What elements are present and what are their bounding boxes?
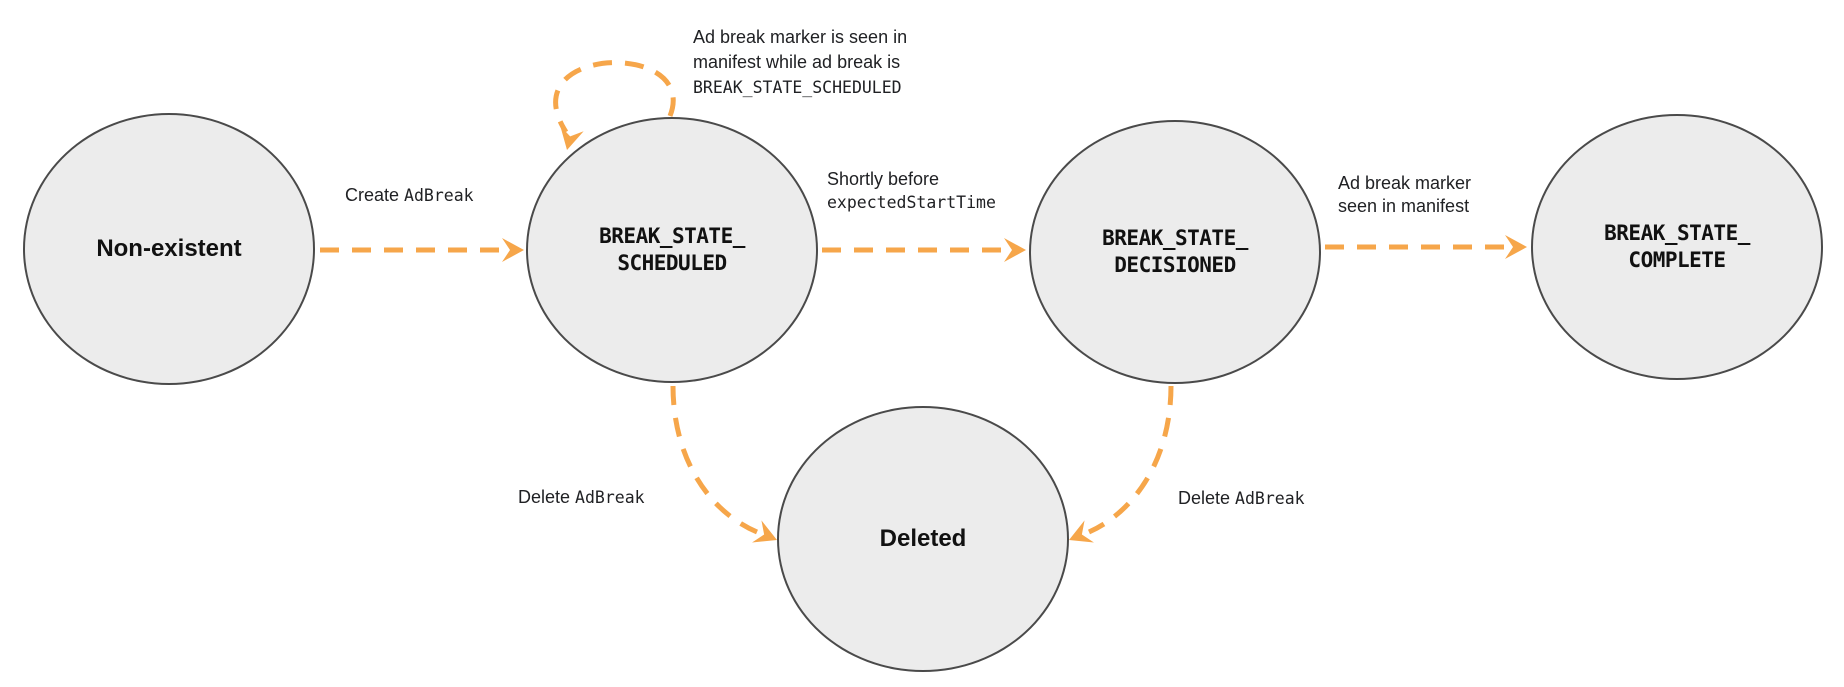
- state-deleted-label: Deleted: [879, 525, 967, 552]
- state-scheduled-line2: SCHEDULED: [617, 251, 727, 275]
- label-create-code: AdBreak: [404, 186, 474, 205]
- label-to-complete-line1: Ad break marker: [1338, 173, 1472, 193]
- arrowhead-delete-from-scheduled: [752, 520, 777, 543]
- arrowhead-to-complete: [1505, 235, 1527, 259]
- label-self-loop: Ad break marker is seen in manifest whil…: [693, 25, 907, 100]
- state-deleted: Deleted: [777, 406, 1069, 672]
- state-break-state-complete: BREAK_STATE_ COMPLETE: [1531, 114, 1823, 380]
- arrowhead-to-decisioned: [1004, 238, 1026, 262]
- arrowhead-create-adbreak: [502, 238, 524, 262]
- state-complete-line1: BREAK_STATE_: [1604, 221, 1750, 245]
- state-break-state-decisioned: BREAK_STATE_ DECISIONED: [1029, 120, 1321, 384]
- arrowhead-delete-from-decisioned: [1069, 520, 1094, 543]
- label-to-complete: Ad break marker seen in manifest: [1338, 172, 1471, 218]
- label-delete-left-code: AdBreak: [575, 488, 645, 507]
- state-complete-line2: COMPLETE: [1628, 248, 1726, 272]
- label-self-loop-line2: manifest while ad break is: [693, 52, 901, 72]
- state-decisioned-line1: BREAK_STATE_: [1102, 226, 1248, 250]
- edge-self-loop: [553, 60, 676, 134]
- state-break-state-scheduled-label: BREAK_STATE_ SCHEDULED: [599, 223, 745, 277]
- label-delete-from-decisioned: Delete AdBreak: [1178, 486, 1305, 511]
- label-delete-right-text: Delete: [1178, 488, 1231, 508]
- label-create-adbreak: Create AdBreak: [345, 183, 474, 208]
- state-break-state-decisioned-label: BREAK_STATE_ DECISIONED: [1102, 225, 1248, 279]
- label-create-text: Create: [345, 185, 400, 205]
- label-to-decisioned-line1: Shortly before: [827, 169, 940, 189]
- arrowhead-self-loop: [560, 125, 584, 150]
- label-self-loop-code: BREAK_STATE_SCHEDULED: [693, 78, 902, 97]
- label-to-decisioned: Shortly before expectedStartTime: [827, 168, 996, 214]
- edge-delete-from-decisioned: [1087, 385, 1174, 535]
- label-delete-left-text: Delete: [518, 487, 571, 507]
- edge-delete-from-scheduled: [670, 385, 758, 535]
- label-delete-from-scheduled: Delete AdBreak: [518, 485, 645, 510]
- state-non-existent: Non-existent: [23, 113, 315, 385]
- state-decisioned-line2: DECISIONED: [1114, 253, 1236, 277]
- label-to-complete-line2: seen in manifest: [1338, 196, 1470, 216]
- label-delete-right-code: AdBreak: [1235, 489, 1305, 508]
- state-break-state-complete-label: BREAK_STATE_ COMPLETE: [1604, 220, 1750, 274]
- state-non-existent-label: Non-existent: [96, 235, 242, 262]
- label-to-decisioned-code: expectedStartTime: [827, 193, 996, 212]
- label-self-loop-line1: Ad break marker is seen in: [693, 27, 908, 47]
- state-scheduled-line1: BREAK_STATE_: [599, 224, 745, 248]
- state-break-state-scheduled: BREAK_STATE_ SCHEDULED: [526, 117, 818, 383]
